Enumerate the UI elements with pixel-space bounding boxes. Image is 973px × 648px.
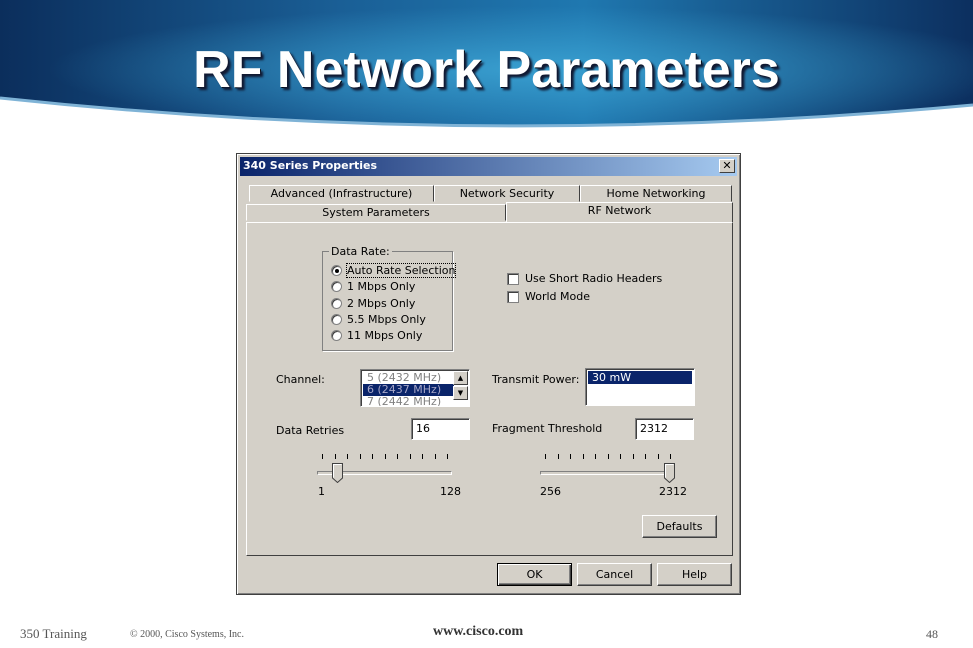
footer-course: 350 Training xyxy=(20,626,87,641)
slider-tick xyxy=(670,454,671,459)
dialog-title: 340 Series Properties xyxy=(243,159,378,172)
transmit-power-listbox[interactable]: 30 mW xyxy=(585,368,695,406)
properties-dialog: 340 Series Properties ✕ Advanced (Infras… xyxy=(236,153,741,595)
fragment-threshold-value: 2312 xyxy=(640,422,668,435)
slider-tick xyxy=(359,454,361,459)
data-retries-field[interactable]: 16 xyxy=(411,418,470,440)
radio-1mbps[interactable]: 1 Mbps Only xyxy=(331,279,415,294)
radio-auto-rate[interactable]: Auto Rate Selection xyxy=(331,263,457,278)
data-retries-label: Data Retries xyxy=(276,424,345,437)
slider-tick xyxy=(657,454,659,459)
radio-icon[interactable] xyxy=(331,298,342,309)
channel-label: Channel: xyxy=(276,373,325,386)
fragment-threshold-slider[interactable] xyxy=(540,454,675,486)
slider-tick xyxy=(397,454,398,459)
checkbox-label: Use Short Radio Headers xyxy=(525,272,663,285)
slider-thumb[interactable] xyxy=(331,463,343,483)
tab-panel-rf-network xyxy=(246,222,733,556)
dialog-titlebar[interactable]: 340 Series Properties ✕ xyxy=(240,157,737,176)
slider-tick xyxy=(545,454,546,459)
slider-tick xyxy=(334,454,336,459)
slider-tick xyxy=(595,454,596,459)
slider-tick xyxy=(557,454,559,459)
slider-tick xyxy=(422,454,423,459)
slide-title: RF Network Parameters xyxy=(193,41,780,99)
tab-system-parameters[interactable]: System Parameters xyxy=(246,204,506,221)
transmit-power-label: Transmit Power: xyxy=(492,373,580,386)
scroll-up-icon[interactable]: ▲ xyxy=(453,371,468,385)
radio-label: 11 Mbps Only xyxy=(347,329,423,342)
page-number: 48 xyxy=(926,627,938,641)
fragment-threshold-field[interactable]: 2312 xyxy=(635,418,694,440)
tab-home-networking[interactable]: Home Networking xyxy=(580,185,732,202)
footer-copyright: © 2000, Cisco Systems, Inc. xyxy=(130,629,244,640)
radio-11mbps[interactable]: 11 Mbps Only xyxy=(331,328,422,343)
slider-tick xyxy=(322,454,323,459)
tab-advanced-infrastructure[interactable]: Advanced (Infrastructure) xyxy=(249,185,434,202)
channel-item-selected[interactable]: 6 (2437 MHz) xyxy=(363,384,454,396)
scroll-down-icon[interactable]: ▼ xyxy=(453,386,468,400)
slider-tick xyxy=(447,454,448,459)
radio-label: 2 Mbps Only xyxy=(347,297,416,310)
slider-tick xyxy=(632,454,634,459)
help-button[interactable]: Help xyxy=(657,563,732,586)
channel-listbox[interactable]: 5 (2432 MHz) 6 (2437 MHz) 7 (2442 MHz) ▲… xyxy=(360,369,470,407)
radio-2mbps[interactable]: 2 Mbps Only xyxy=(331,296,415,311)
checkbox-icon[interactable] xyxy=(507,272,519,285)
slide-banner: RF Network Parameters xyxy=(0,0,973,140)
radio-5-5mbps[interactable]: 5.5 Mbps Only xyxy=(331,312,426,327)
slider-tick xyxy=(384,454,386,459)
checkbox-icon[interactable] xyxy=(507,290,519,303)
slider-tick xyxy=(434,454,436,459)
slider-tick xyxy=(372,454,373,459)
footer-url: www.cisco.com xyxy=(433,624,524,639)
slider-tick xyxy=(607,454,609,459)
tab-rf-network[interactable]: RF Network xyxy=(506,202,733,222)
ok-button-label: OK xyxy=(526,568,543,581)
data-retries-min-label: 1 xyxy=(318,485,325,498)
transmit-power-selected[interactable]: 30 mW xyxy=(588,371,692,384)
ok-button[interactable]: OK xyxy=(497,563,572,586)
radio-label: 1 Mbps Only xyxy=(347,280,416,293)
data-retries-slider[interactable] xyxy=(317,454,452,486)
radio-label: 5.5 Mbps Only xyxy=(347,313,426,326)
fragment-threshold-max-label: 2312 xyxy=(659,485,687,498)
defaults-button-label: Defaults xyxy=(656,520,703,533)
cancel-button[interactable]: Cancel xyxy=(577,563,652,586)
slider-thumb[interactable] xyxy=(664,463,675,483)
radio-icon[interactable] xyxy=(331,314,342,325)
defaults-button[interactable]: Defaults xyxy=(642,515,717,538)
slider-track[interactable] xyxy=(317,471,452,475)
data-rate-label: Data Rate: xyxy=(329,245,392,258)
banner-background xyxy=(0,0,973,128)
radio-label: Auto Rate Selection xyxy=(345,263,457,278)
slider-tick xyxy=(570,454,571,459)
checkbox-world-mode[interactable]: World Mode xyxy=(507,289,590,304)
close-icon[interactable]: ✕ xyxy=(719,159,735,173)
slider-tick xyxy=(620,454,621,459)
help-button-label: Help xyxy=(681,568,708,581)
slider-tick xyxy=(409,454,411,459)
channel-item[interactable]: 5 (2432 MHz) xyxy=(367,371,442,384)
checkbox-label: World Mode xyxy=(525,290,590,303)
slider-tick xyxy=(645,454,646,459)
data-retries-value: 16 xyxy=(416,422,430,435)
cancel-button-label: Cancel xyxy=(595,568,634,581)
checkbox-short-radio-headers[interactable]: Use Short Radio Headers xyxy=(507,271,662,286)
fragment-threshold-label: Fragment Threshold xyxy=(492,422,603,435)
channel-item[interactable]: 7 (2442 MHz) xyxy=(367,395,442,407)
slider-track[interactable] xyxy=(540,471,675,475)
data-retries-max-label: 128 xyxy=(440,485,461,498)
radio-icon[interactable] xyxy=(331,281,342,292)
slider-tick xyxy=(347,454,348,459)
radio-selected-icon[interactable] xyxy=(331,265,342,276)
tab-network-security[interactable]: Network Security xyxy=(434,185,580,202)
fragment-threshold-min-label: 256 xyxy=(540,485,561,498)
slider-tick xyxy=(582,454,584,459)
radio-icon[interactable] xyxy=(331,330,342,341)
